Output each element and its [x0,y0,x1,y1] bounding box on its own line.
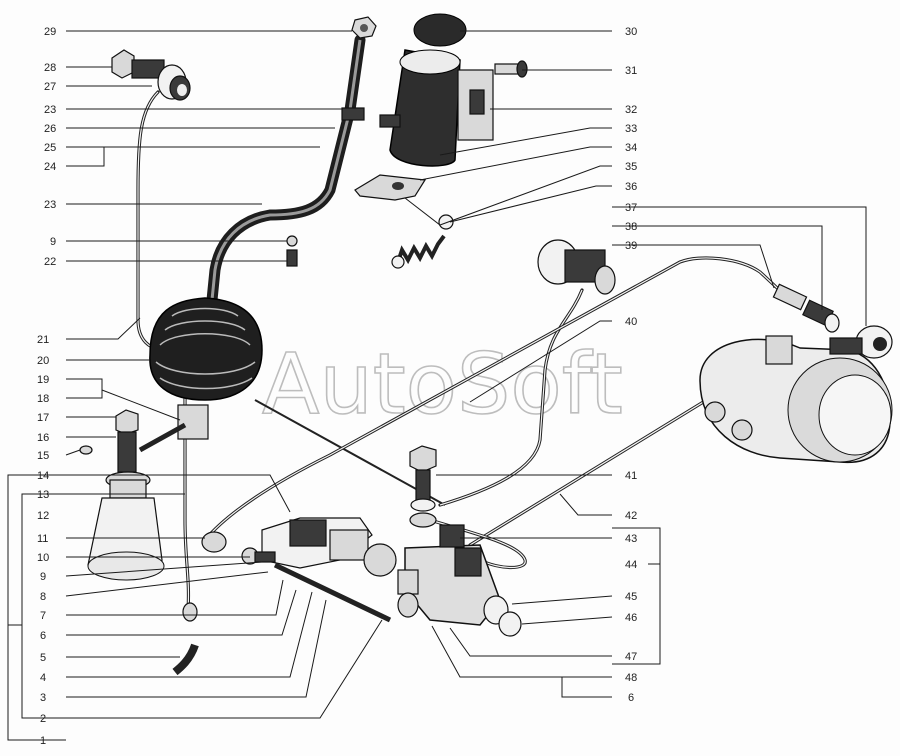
callout-30: 30 [625,26,637,38]
callout-27: 27 [44,81,56,93]
callout-1: 1 [40,735,46,747]
callout-17: 17 [37,412,49,424]
callout-40: 40 [625,316,637,328]
callout-45: 45 [625,591,637,603]
callout-11: 11 [37,533,48,545]
lever-clamp [341,107,365,121]
callout-9a: 9 [50,236,56,248]
cylinder-12 [87,471,165,581]
reservoir-39 [537,239,616,295]
callout-12: 12 [37,510,49,522]
bolt-17 [115,409,139,473]
callout-7: 7 [40,610,46,622]
slave-cylinder [261,517,419,623]
callout-39: 39 [625,240,637,252]
watermark: AutoSoft [262,335,623,433]
callouts-left: 29 28 27 23 26 25 24 23 9 22 21 20 19 18… [37,26,56,747]
callout-47: 47 [625,651,637,663]
bracket-18 [138,404,209,453]
boot-20 [149,297,263,401]
callout-22: 22 [44,256,56,268]
callout-6b: 6 [628,692,634,704]
pipe-21 [136,90,164,350]
nut-29 [351,16,377,39]
callout-23a: 23 [44,104,56,116]
callout-18: 18 [37,393,49,405]
callout-46: 46 [625,612,637,624]
washer-9 [286,235,298,247]
fitting-11 [201,531,227,553]
callout-13: 13 [37,489,49,501]
control-rod [254,399,446,506]
bolt-31 [494,60,528,78]
callout-3: 3 [40,692,46,704]
callout-44: 44 [625,559,637,571]
leader-lines [7,30,867,741]
callouts-right: 30 31 32 33 34 35 36 37 38 39 40 41 42 4… [625,26,637,704]
bolt-41 [409,445,437,528]
callout-37: 37 [625,202,637,214]
pipe-cross [428,518,527,570]
bolt-22 [286,249,298,267]
fitting-9 [241,547,276,565]
callout-4: 4 [40,672,46,684]
plate-34 [354,174,427,201]
callout-10: 10 [37,552,49,564]
callout-15: 15 [37,450,49,462]
callout-36: 36 [625,181,637,193]
callout-38: 38 [625,221,637,233]
pin-15 [79,445,93,455]
reservoir-32 [379,13,494,167]
callout-25: 25 [44,142,56,154]
callout-5: 5 [40,652,46,664]
callout-14: 14 [37,470,49,482]
valve-block-44 [397,524,522,637]
callout-20: 20 [37,355,49,367]
pipe-long [203,256,792,542]
callout-31: 31 [625,65,637,77]
callout-34: 34 [625,142,637,154]
callout-33: 33 [625,123,637,135]
fitting-28 [111,49,191,101]
callout-26: 26 [44,123,56,135]
callout-8: 8 [40,591,46,603]
callout-24: 24 [44,161,56,173]
callout-29: 29 [44,26,56,38]
callout-23b: 23 [44,199,56,211]
callout-43: 43 [625,533,637,545]
callout-35: 35 [625,161,637,173]
spring-36 [391,214,454,269]
pipe-40 [438,288,584,507]
callout-21: 21 [37,334,49,346]
master-cylinder-37 [699,325,893,464]
callout-19: 19 [37,374,49,386]
callout-2: 2 [40,713,46,725]
callout-6a: 6 [40,630,46,642]
callout-48: 48 [625,672,637,684]
callout-32: 32 [625,104,637,116]
callout-42: 42 [625,510,637,522]
pipe-lower-left [183,378,191,612]
gear-lever [204,34,366,326]
callout-28: 28 [44,62,56,74]
fitting-38 [772,283,840,333]
callout-9b: 9 [40,571,46,583]
callout-41: 41 [625,470,637,482]
callout-16: 16 [37,432,49,444]
hose-5 [172,602,199,676]
